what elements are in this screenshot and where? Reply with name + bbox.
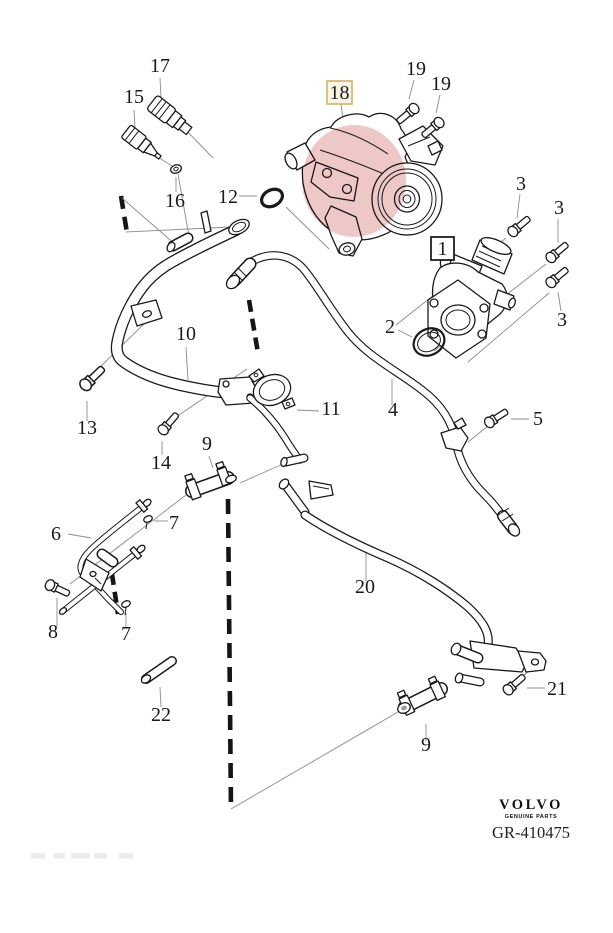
footer-logo: VOLVO GENUINE PARTS GR-410475 — [492, 797, 570, 842]
part-bolt-5 — [483, 408, 509, 429]
part-pipe-10 — [110, 210, 309, 468]
part-gasket-11 — [248, 368, 296, 410]
part-oring-12 — [259, 187, 285, 209]
callout-9b[interactable]: 9 — [421, 734, 431, 756]
part-bolt-3c — [545, 266, 569, 289]
callout-9a[interactable]: 9 — [202, 433, 212, 455]
highlight-overlay — [302, 125, 406, 237]
part-tube-22 — [140, 656, 177, 684]
part-bolt-14 — [157, 412, 180, 436]
callout-11[interactable]: 11 — [321, 398, 340, 420]
callout-6[interactable]: 6 — [51, 523, 61, 545]
part-hose-9-upper — [184, 460, 237, 501]
callout-19a[interactable]: 19 — [406, 58, 426, 80]
callout-15[interactable]: 15 — [124, 86, 144, 108]
part-nut-16 — [170, 164, 182, 174]
part-bolt-3b — [545, 241, 569, 264]
callout-3c[interactable]: 3 — [557, 309, 567, 331]
callout-22[interactable]: 22 — [151, 704, 171, 726]
callout-5[interactable]: 5 — [533, 408, 543, 430]
part-hose-9-lower — [396, 675, 448, 716]
part-bolt-13 — [79, 365, 106, 392]
part-sensor-15 — [121, 124, 162, 160]
callout-16[interactable]: 16 — [165, 190, 185, 212]
callouts: 17 15 18 19 19 12 16 3 3 3 1 2 10 11 4 5… — [48, 55, 567, 756]
genuine-parts-tagline: GENUINE PARTS — [505, 814, 558, 820]
callout-18-highlight-box[interactable] — [326, 80, 353, 105]
callout-18[interactable]: 18 — [330, 82, 350, 104]
part-hose-20 — [278, 478, 547, 687]
drawing-number: GR-410475 — [492, 823, 570, 842]
part-bolt-19a — [396, 102, 420, 125]
faint-marks — [31, 853, 133, 859]
callout-8[interactable]: 8 — [48, 621, 58, 643]
part-clip-7-upper — [143, 515, 153, 530]
callout-1[interactable]: 1 — [438, 238, 448, 260]
section-dashed-lines — [109, 195, 261, 812]
callout-20[interactable]: 20 — [355, 576, 375, 598]
callout-13[interactable]: 13 — [77, 417, 97, 439]
callout-10[interactable]: 10 — [176, 323, 196, 345]
callout-3a[interactable]: 3 — [516, 173, 526, 195]
part-pipes-6 — [58, 498, 152, 615]
callout-4[interactable]: 4 — [388, 399, 398, 421]
part-sensor-17 — [147, 95, 193, 136]
callout-2[interactable]: 2 — [385, 316, 395, 338]
callout-21[interactable]: 21 — [547, 678, 567, 700]
callout-19b[interactable]: 19 — [431, 73, 451, 95]
callout-12[interactable]: 12 — [218, 186, 238, 208]
volvo-wordmark: VOLVO — [499, 797, 563, 813]
part-hose-4 — [225, 251, 521, 537]
part-bolt-21 — [502, 673, 526, 696]
part-gasket-2 — [412, 327, 446, 357]
callout-17[interactable]: 17 — [150, 55, 170, 77]
callout-1-frame-box[interactable] — [430, 236, 455, 261]
part-bolt-3a — [507, 215, 531, 238]
part-bolt-8 — [44, 579, 71, 597]
callout-7b[interactable]: 7 — [121, 623, 131, 645]
callout-3b[interactable]: 3 — [554, 197, 564, 219]
part-bolt-19b — [421, 116, 445, 139]
callout-7a[interactable]: 7 — [169, 512, 179, 534]
callout-14[interactable]: 14 — [151, 452, 171, 474]
part-clip-7-lower — [121, 600, 131, 616]
